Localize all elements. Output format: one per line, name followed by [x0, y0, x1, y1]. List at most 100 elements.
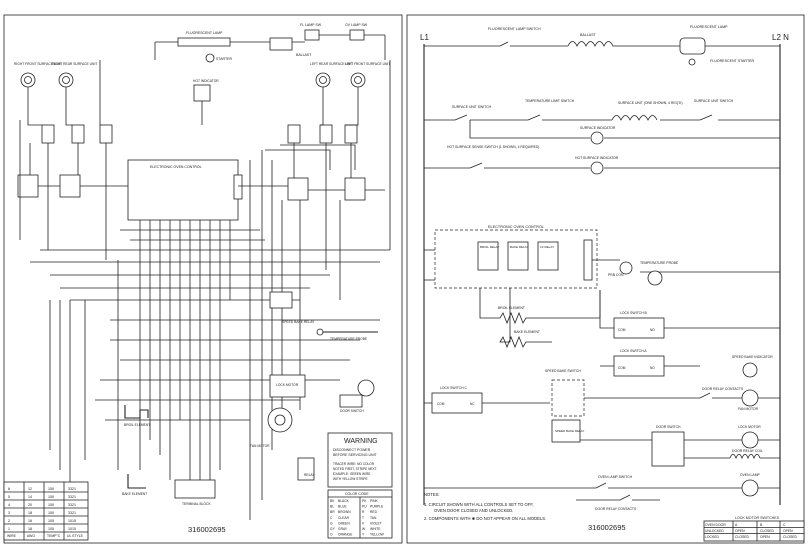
left-pictorial-diagram: FLUORESCENT LAMP BALLAST STARTER FL LAMP… [14, 23, 391, 520]
broil-element-label: BROIL ELEMENT [498, 306, 525, 310]
color-code-name: VIOLET [370, 521, 382, 525]
door-switch-label: DOOR SWITCH [656, 425, 681, 429]
left-ov-lamp-switch [349, 29, 365, 41]
svg-text:NC: NC [470, 402, 475, 406]
lock-motor-symbol [741, 431, 759, 449]
left-ballast-label: BALLAST [296, 53, 312, 57]
left-fluorescent-lamp-tube [177, 37, 231, 47]
fluorescent-starter-label: FLUORESCENT STARTER [710, 59, 755, 63]
svg-text:PRB CON: PRB CON [608, 273, 624, 277]
svg-text:COM: COM [437, 402, 445, 406]
surface-unit-label: SURFACE UNIT (ONE SHOWN, 4 REQ'D) [618, 101, 682, 105]
color-code-abbr: PK [362, 499, 367, 503]
speed-bake-indicator-label: SPEED BAKE INDICATOR [732, 355, 773, 359]
svg-text:LOCK MOTOR SWITCHES: LOCK MOTOR SWITCHES [735, 516, 780, 520]
wire-table-cell: 3 [8, 511, 10, 515]
door-relay-coil-label: DOOR RELAY COIL [732, 449, 763, 453]
lock-table-cell: OPEN [760, 535, 770, 539]
left-fan-motor-label: FAN MOTOR [250, 444, 270, 448]
l2n-label: L2 N [772, 33, 789, 42]
wire-table-cell: 5 [8, 495, 10, 499]
color-code-name: PINK [370, 499, 378, 503]
wire-table-header: TEMP°C [47, 534, 61, 538]
left-fl-lamp-sw-label: FL LAMP SW [300, 23, 322, 27]
left-fl-lamp-switch [304, 29, 320, 41]
surface-indicator-lamp [590, 131, 604, 145]
svg-text:NO: NO [650, 328, 655, 332]
left-hot-indicator [193, 84, 211, 102]
color-code-name: TAN [370, 516, 377, 520]
fluorescent-lamp-switch-label: FLUORESCENT LAMP SWITCH [488, 27, 541, 31]
color-code-name: YELLOW [370, 533, 385, 537]
left-front-surface-unit [350, 72, 366, 88]
color-code-abbr: C [330, 516, 333, 520]
right-rear-surface-unit [58, 72, 74, 88]
lock-table-cell: OPEN [783, 529, 793, 533]
left-terminal-block [174, 479, 216, 499]
right-front-surface-unit-label: RIGHT FRONT SURFACE UNIT [14, 62, 62, 66]
hot-surface-sense-switch-label: HOT SURFACE SENSE SWITCH (1 SHOWN, 4 REQ… [447, 145, 539, 149]
left-broil-element-label: BROIL ELEMENT [124, 423, 150, 427]
wire-table-cell: 4 [8, 503, 10, 507]
color-code-name: GREEN [338, 521, 350, 525]
broil-relay [477, 241, 499, 271]
temperature-probe-label: TEMPERATURE PROBE [640, 261, 679, 265]
color-code-abbr: BL [330, 505, 334, 509]
left-ballast [269, 37, 293, 51]
wire-table-cell: 18 [28, 511, 32, 515]
lock-table-header: OVEN DOOR [705, 523, 726, 527]
lock-table-cell: CLOSED [783, 535, 797, 539]
left-terminal-block-label: TERMINAL BLOCK [182, 502, 211, 506]
svg-text:BROIL RELAY: BROIL RELAY [480, 245, 499, 249]
temperature-probe-symbol [647, 270, 663, 286]
svg-text:LOCK SWITCH A: LOCK SWITCH A [620, 349, 647, 353]
wire-table-cell: 150 [48, 503, 54, 507]
right-notes: NOTES: 1. CIRCUIT SHOWN WITH ALL CONTROL… [424, 492, 546, 521]
fan-motor-label: FAN MOTOR [738, 407, 759, 411]
right-part-number: 316002695 [588, 523, 626, 532]
speed-bake-switch [551, 379, 585, 417]
wire-table-cell: 18 [28, 527, 32, 531]
svg-text:BAKE RELAY: BAKE RELAY [510, 245, 528, 249]
speed-bake-indicator-lamp [742, 362, 758, 378]
wire-table-cell: 2 [8, 519, 10, 523]
svg-text:NOTED FIRST, STRIPE NEXT.: NOTED FIRST, STRIPE NEXT. [333, 467, 377, 471]
temperature-limit-switch-label: TEMPERATURE LIMIT SWITCH [525, 99, 575, 103]
left-ov-lamp-sw-label: OV LAMP SW [345, 23, 368, 27]
color-code-abbr: O [330, 533, 333, 537]
surface-indicator-label: SURFACE INDICATOR [580, 126, 616, 130]
color-code-abbr: GY [330, 527, 336, 531]
lock-table-header: B [760, 523, 763, 527]
left-broil-element [124, 405, 149, 419]
surface-unit-element [611, 115, 658, 121]
wire-table-cell: 105 [48, 527, 54, 531]
wire-table-cell: 3321 [68, 511, 76, 515]
oven-lamp-label: OVEN LAMP [740, 473, 761, 477]
left-door-switch-label: DOOR SWITCH [340, 409, 364, 413]
speed-bake-relay [551, 419, 581, 443]
left-door-switch [339, 394, 363, 408]
svg-text:LK RELAY: LK RELAY [540, 245, 554, 249]
svg-text:NOTES:: NOTES: [424, 492, 440, 497]
color-code-abbr: V [362, 521, 365, 525]
hot-surface-indicator-label: HOT SURFACE INDICATOR [575, 156, 619, 160]
svg-text:COM: COM [618, 328, 626, 332]
wire-table-cell: 1015 [68, 519, 76, 523]
lock-table-header: C [783, 523, 786, 527]
oven-lamp-symbol [741, 479, 759, 497]
left-rear-surface-unit-label: LEFT REAR SURFACE UNIT [310, 62, 353, 66]
left-starter [205, 53, 215, 63]
left-temperature-probe-label: TEMPERATURE PROBE [330, 337, 368, 341]
left-hot-indicator-label: HOT INDICATOR [193, 79, 219, 83]
svg-text:1. CIRCUIT SHOWN WITH ALL CON: 1. CIRCUIT SHOWN WITH ALL CONTROLS SET T… [424, 502, 534, 507]
lock-table-cell: LOCKED [705, 535, 719, 539]
color-code-abbr: T [362, 516, 364, 520]
left-lock-motor [269, 374, 306, 398]
wire-table-cell: 3321 [68, 495, 76, 499]
svg-text:COLOR CODE: COLOR CODE [345, 492, 369, 496]
left-speed-bake-relay [269, 291, 293, 309]
ballast-coil [567, 41, 620, 47]
wire-table-cell: 150 [48, 495, 54, 499]
